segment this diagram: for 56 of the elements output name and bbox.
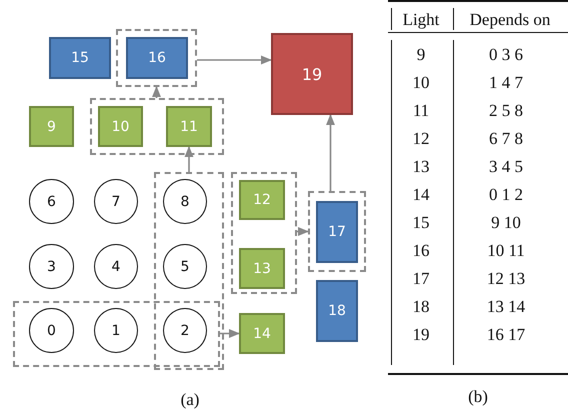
node-square: 14 — [239, 313, 285, 354]
node-square: 10 — [98, 106, 143, 147]
node-square: 13 — [239, 248, 285, 289]
panel-label: (a) — [180, 390, 200, 410]
table-cell: 15 — [412, 213, 430, 233]
table-cell: 11 — [412, 101, 430, 121]
column-header: Depends on — [470, 10, 550, 30]
table-cell: 1 4 7 — [489, 73, 523, 93]
panel-label: (b) — [468, 387, 488, 407]
node-square: 19 — [271, 33, 353, 115]
table-cell: 13 14 — [486, 297, 526, 317]
table-cell: 9 — [416, 45, 426, 65]
table-cell: 19 — [412, 325, 430, 345]
table-cell: 9 10 — [491, 213, 521, 233]
node-circle: 5 — [163, 244, 207, 289]
node-circle: 0 — [29, 308, 74, 353]
table-cell: 0 1 2 — [489, 185, 523, 205]
node-square: 15 — [49, 37, 111, 79]
node-square: 17 — [316, 201, 358, 263]
arrow — [197, 56, 272, 64]
node-circle: 8 — [163, 179, 207, 224]
node-square: 18 — [316, 280, 358, 342]
table-cell: 16 17 — [486, 325, 526, 345]
dashed-group-box — [116, 29, 197, 87]
table-cell: 2 5 8 — [489, 101, 523, 121]
arrow — [184, 146, 194, 172]
table-cell: 12 — [412, 129, 430, 149]
table-cell: 16 — [412, 241, 430, 261]
node-square: 11 — [166, 106, 212, 147]
node-square: 9 — [29, 106, 74, 147]
node-circle: 4 — [94, 244, 138, 289]
dashed-group-box — [90, 98, 224, 155]
dashed-group-box — [308, 191, 366, 272]
node-circle: 1 — [94, 308, 138, 353]
table-cell: 10 11 — [487, 241, 525, 261]
table-cell: 12 13 — [486, 269, 526, 289]
node-circle: 7 — [94, 179, 138, 224]
table-cell: 3 4 5 — [489, 157, 523, 177]
table-cell: 6 7 8 — [489, 129, 523, 149]
node-circle: 3 — [29, 244, 74, 289]
table-cell: 17 — [412, 269, 430, 289]
table-cell: 10 — [412, 73, 430, 93]
dashed-group-box — [231, 172, 297, 294]
node-circle: 2 — [163, 308, 207, 353]
arrow — [220, 329, 240, 338]
table-cell: 0 3 6 — [489, 45, 523, 65]
node-square: 12 — [239, 180, 285, 220]
table-cell: 14 — [412, 185, 430, 205]
arrow — [297, 227, 310, 236]
arrow — [152, 86, 161, 98]
table-cell: 18 — [412, 297, 430, 317]
node-circle: 6 — [29, 179, 74, 224]
column-header: Light — [402, 10, 440, 30]
arrow — [326, 114, 335, 191]
table-cell: 13 — [412, 157, 430, 177]
node-square: 16 — [126, 37, 188, 79]
